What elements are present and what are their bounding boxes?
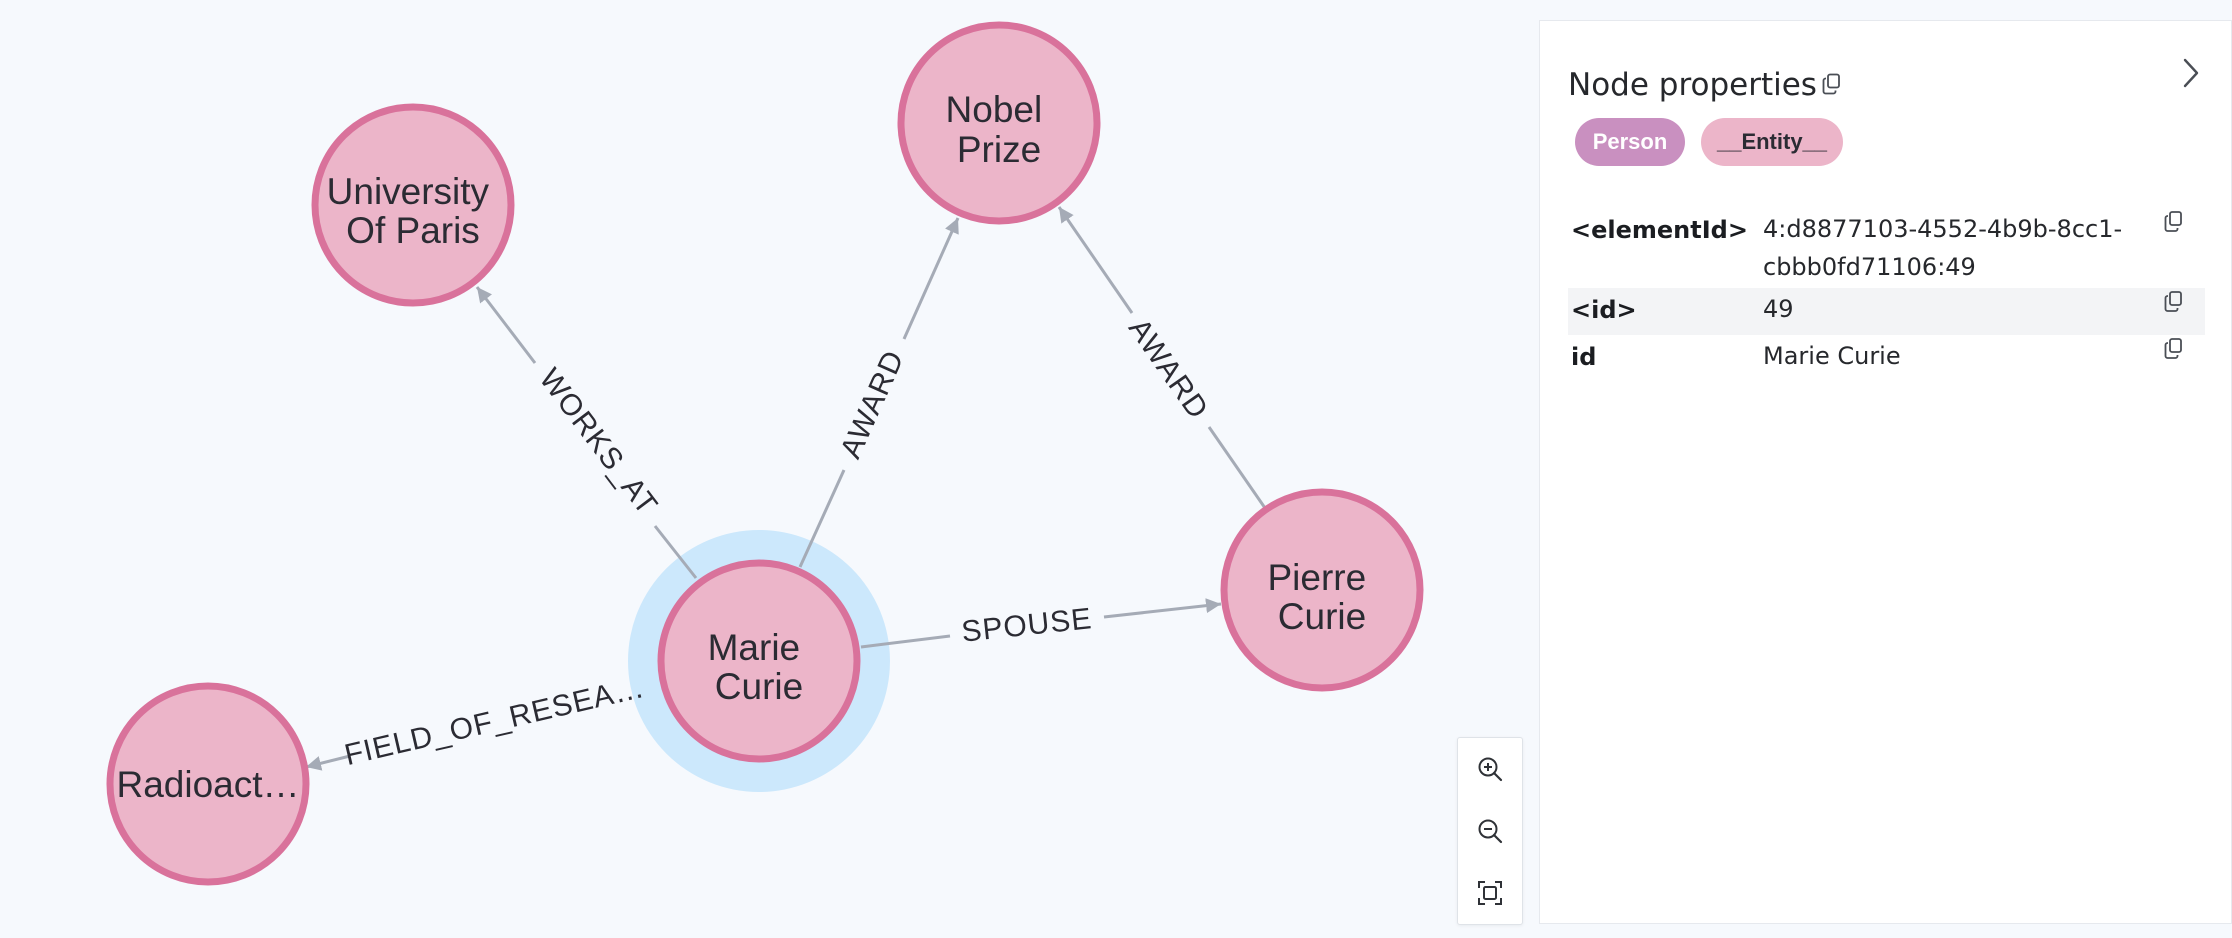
node-label-line: Prize [957,129,1041,170]
label-badge-entity[interactable]: __Entity__ [1701,118,1843,166]
copy-icon[interactable] [2164,337,2184,365]
svg-text:Marie Curie: Marie Curie [708,627,811,707]
edge-label-field-of-research: FIELD_OF_RESEA… [341,671,647,772]
zoom-out-icon [1478,819,1503,844]
node-label-line: Curie [1278,596,1366,637]
property-row: <id> 49 [1568,288,2205,335]
property-key: id [1571,343,1597,371]
edge-label-award-marie: AWARD [834,345,911,463]
node-label-line: Radioact… [116,764,299,805]
edge-marie-radio[interactable]: FIELD_OF_RESEA… [305,671,648,772]
node-label-line: Of Paris [346,210,480,251]
node-label-line: Curie [715,666,803,707]
chevron-right-icon[interactable] [2180,57,2202,93]
copy-icon[interactable] [2164,290,2184,318]
edge-label-spouse: SPOUSE [960,602,1094,649]
fit-to-screen-icon [1478,881,1502,905]
node-pierre-curie[interactable]: Pierre Curie [1220,488,1424,692]
zoom-out-button[interactable] [1458,800,1522,862]
copy-icon[interactable] [1822,73,1842,99]
label-badge-person[interactable]: Person [1575,118,1685,166]
property-value: 49 [1763,295,1794,323]
node-label-line: Pierre [1268,557,1367,598]
node-label-line: Marie [708,627,801,668]
node-label-line: University [327,171,490,212]
copy-icon[interactable] [2164,210,2184,238]
svg-text:University Of Paris: University Of Paris [327,171,500,251]
node-university-of-paris[interactable]: University Of Paris [311,103,515,307]
property-value: Marie Curie [1763,342,1901,370]
svg-text:Radioact…: Radioact… [116,764,299,805]
node-marie-curie[interactable]: Marie Curie [657,559,861,763]
node-properties-panel: Node properties Person __Entity__ <eleme… [1539,20,2232,924]
zoom-in-icon [1478,757,1503,782]
graph-canvas[interactable]: WORKS_AT AWARD AWARD SPOUSE FIELD_OF_RES… [0,0,1530,938]
edge-marie-nobel[interactable]: AWARD [798,217,960,568]
property-value: 4:d8877103-4552-4b9b-8cc1-cbbb0fd71106:4… [1763,215,2123,281]
svg-text:Nobel Prize: Nobel Prize [946,89,1053,170]
zoom-controls [1457,737,1523,925]
panel-title: Node properties [1568,67,1817,103]
edge-marie-univ[interactable]: WORKS_AT [475,286,698,579]
property-row: id Marie Curie [1568,335,2205,382]
edge-label-award-pierre: AWARD [1122,313,1215,426]
property-row: <elementId> 4:d8877103-4552-4b9b-8cc1-cb… [1568,208,2205,302]
property-key: <elementId> [1571,216,1748,244]
zoom-in-button[interactable] [1458,738,1522,800]
property-key: <id> [1571,296,1637,324]
fit-to-screen-button[interactable] [1458,862,1522,924]
node-label-line: Nobel [946,89,1043,130]
edge-marie-pierre[interactable]: SPOUSE [860,598,1222,649]
edge-label-works-at: WORKS_AT [533,363,664,522]
svg-text:Pierre Curie: Pierre Curie [1268,557,1377,637]
node-radioactivity[interactable]: Radioact… [106,682,310,886]
edge-pierre-nobel[interactable]: AWARD [1057,206,1267,509]
node-nobel-prize[interactable]: Nobel Prize [897,21,1101,225]
